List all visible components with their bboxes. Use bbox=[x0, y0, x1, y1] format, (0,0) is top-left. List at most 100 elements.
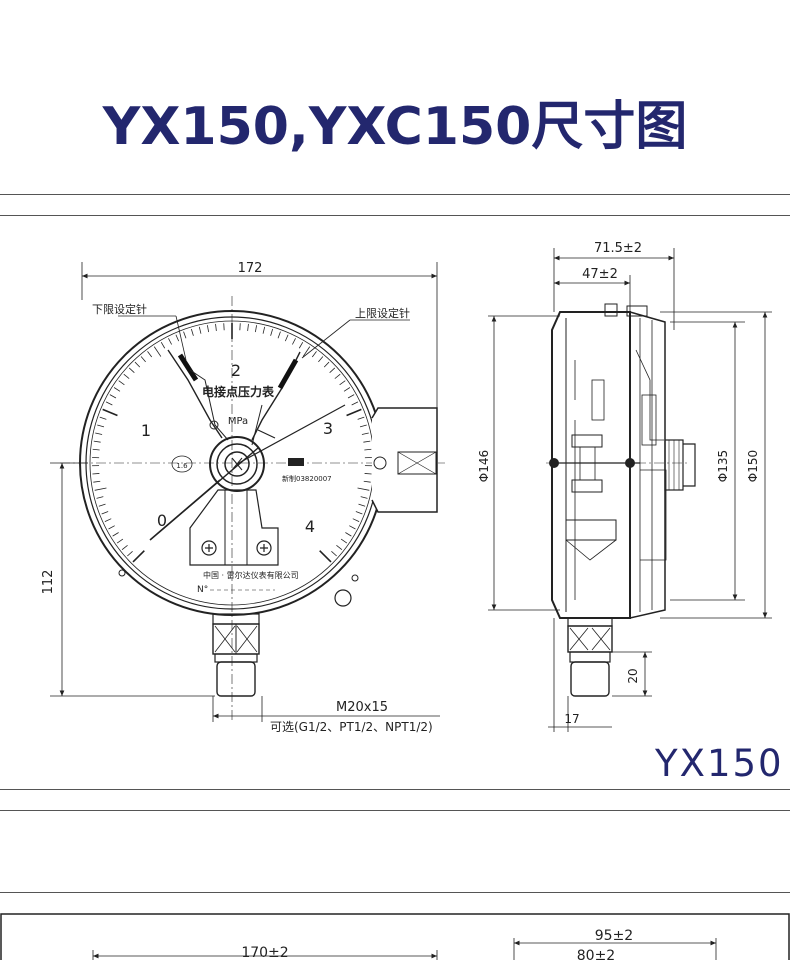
dial-tick bbox=[140, 356, 146, 363]
dial-tick bbox=[352, 518, 360, 522]
dial-tick bbox=[359, 424, 367, 428]
dial-tick bbox=[112, 532, 119, 537]
dial-tick bbox=[357, 416, 365, 420]
dial-tick bbox=[104, 518, 112, 522]
dial-tick bbox=[109, 394, 117, 399]
front-view-labels: 172 112 下限设定针 上限设定针 电接点压力表 MPa 1.6 新制038… bbox=[41, 261, 433, 734]
dial-tick bbox=[270, 328, 274, 336]
dial-tick bbox=[361, 432, 369, 435]
dial-tick bbox=[319, 550, 332, 563]
dial-tick bbox=[147, 351, 153, 358]
dial-tick bbox=[360, 496, 368, 499]
dial-tick bbox=[92, 473, 100, 475]
dial-tick bbox=[334, 373, 341, 379]
lower-pointer-label: 下限设定针 bbox=[92, 302, 147, 316]
scale-number-4: 4 bbox=[305, 517, 315, 536]
dial-name: 电接点压力表 bbox=[202, 384, 275, 399]
upper-pointer-label: 上限设定针 bbox=[355, 306, 410, 320]
dial-tick bbox=[128, 367, 135, 374]
dial-tick bbox=[336, 545, 343, 550]
dial-tick bbox=[358, 503, 366, 507]
dim-width-label: 172 bbox=[238, 261, 263, 276]
dim-depth-total-label: 71.5±2 bbox=[594, 241, 642, 256]
dial-tick bbox=[331, 551, 337, 557]
dial-tick bbox=[116, 538, 124, 544]
dial-scale-ticks bbox=[92, 323, 372, 563]
dial-tick bbox=[345, 532, 352, 537]
scale-number-3: 3 bbox=[323, 419, 333, 438]
dial-tick bbox=[318, 356, 324, 363]
dial-tick bbox=[97, 424, 105, 428]
dial-tick bbox=[183, 331, 187, 339]
dim-17-label: 17 bbox=[564, 712, 579, 726]
side-view bbox=[488, 248, 772, 732]
dial-tick bbox=[198, 326, 202, 334]
dim-dia-150-label: Φ150 bbox=[746, 450, 760, 482]
dial-tick bbox=[298, 342, 304, 349]
next-dim-depth-total-label: 95±2 bbox=[595, 928, 633, 944]
dim-20-label: 20 bbox=[626, 668, 640, 683]
dial-tick bbox=[96, 496, 104, 499]
dial-tick bbox=[323, 361, 330, 368]
side-view-labels: 71.5±2 47±2 Φ146 Φ135 Φ150 20 17 bbox=[477, 241, 760, 726]
dial-tick bbox=[363, 480, 371, 483]
dial-tick bbox=[311, 351, 317, 358]
divider-mid-2 bbox=[0, 810, 790, 811]
next-dim-depth-front-label: 80±2 bbox=[577, 948, 615, 960]
dial-tick bbox=[357, 487, 370, 491]
dim-dia-146-label: Φ146 bbox=[477, 450, 491, 482]
dial-tick bbox=[98, 503, 106, 507]
scale-number-0: 0 bbox=[157, 511, 167, 530]
dial-tick bbox=[93, 440, 101, 443]
scale-number-2: 2 bbox=[231, 361, 241, 380]
front-view bbox=[50, 262, 445, 722]
dial-tick bbox=[101, 511, 109, 515]
dim-height-label: 112 bbox=[41, 570, 56, 595]
dial-unit: MPa bbox=[228, 416, 248, 427]
dial-tick bbox=[123, 373, 130, 379]
dial-tick bbox=[329, 367, 336, 374]
dial-tick bbox=[134, 361, 141, 368]
scale-number-1: 1 bbox=[141, 421, 151, 440]
dial-tick bbox=[118, 380, 125, 386]
divider-top-2 bbox=[0, 215, 790, 216]
dial-tick bbox=[343, 387, 351, 392]
dial-tick bbox=[127, 551, 133, 557]
dial-tick bbox=[254, 325, 258, 333]
dial-tick bbox=[349, 525, 356, 530]
dial-tick bbox=[339, 380, 346, 386]
dial-tick bbox=[132, 550, 145, 563]
dial-tick bbox=[108, 525, 115, 530]
dim-dia-135-label: Φ135 bbox=[716, 450, 730, 482]
dial-tick bbox=[92, 448, 100, 451]
dial-tick bbox=[153, 346, 162, 357]
dial-tick bbox=[175, 334, 180, 342]
dial-tick bbox=[277, 331, 281, 339]
divider-top-1 bbox=[0, 194, 790, 195]
dial-tick bbox=[113, 387, 121, 392]
divider-bottom bbox=[0, 892, 790, 893]
dial-tick bbox=[355, 511, 363, 515]
dial-tick bbox=[292, 338, 296, 345]
divider-mid-1 bbox=[0, 789, 790, 790]
serial-prefix: N° bbox=[197, 585, 208, 595]
dial-tick bbox=[346, 408, 362, 417]
dial-tick bbox=[121, 545, 128, 550]
dial-tick bbox=[160, 342, 166, 349]
dial-tick bbox=[99, 416, 107, 420]
dial-tick bbox=[302, 346, 311, 357]
dial-tick bbox=[347, 394, 355, 399]
dial-tick bbox=[351, 401, 359, 406]
dial-tick bbox=[93, 480, 101, 483]
dial-tick bbox=[363, 440, 371, 443]
dial-tick bbox=[94, 487, 107, 491]
manufacturer-label: 中国 · 雷尔达仪表有限公司 bbox=[203, 570, 299, 580]
thread-label: M20x15 bbox=[336, 700, 388, 715]
next-section-labels: 170±2 95±2 80±2 bbox=[241, 928, 633, 960]
dial-tick bbox=[364, 448, 372, 451]
dial-tick bbox=[95, 432, 103, 435]
dial-tick bbox=[190, 328, 194, 336]
thread-options-label: 可选(G1/2、PT1/2、NPT1/2) bbox=[270, 720, 433, 734]
dial-tick bbox=[340, 538, 348, 544]
